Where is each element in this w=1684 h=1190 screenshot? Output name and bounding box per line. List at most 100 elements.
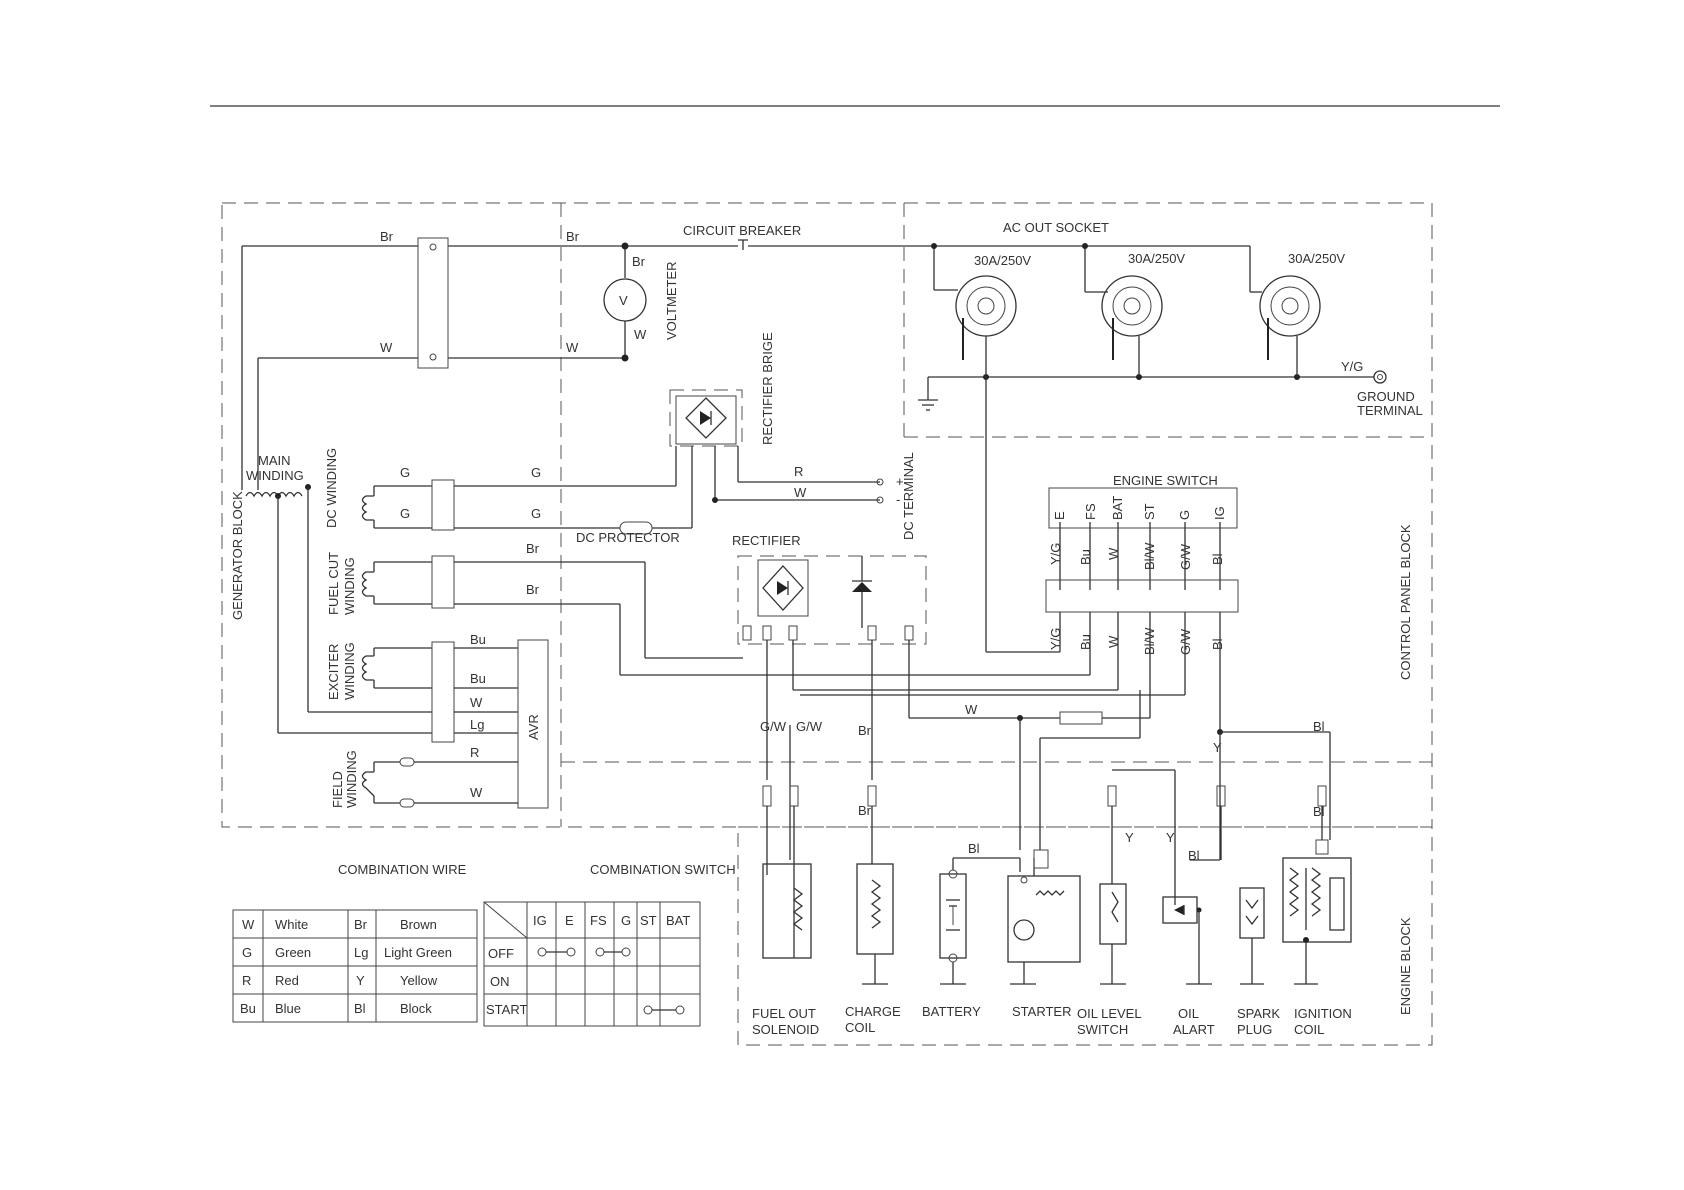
dc-winding xyxy=(361,465,884,535)
es-wire-lower-3: W xyxy=(1106,635,1121,648)
wire-label-yg-ground: Y/G xyxy=(1341,359,1363,374)
wire-label-br-rect-1: Br xyxy=(858,723,872,738)
terminal-bat: BAT xyxy=(1110,496,1125,520)
fuel-cut-winding-label-2: WINDING xyxy=(342,557,357,615)
exciter-winding-label-1: EXCITER xyxy=(326,644,341,700)
oil-alert-label-1: OIL xyxy=(1178,1006,1199,1021)
dc-terminal-minus: - xyxy=(896,492,900,507)
socket-rating-1: 30A/250V xyxy=(974,253,1031,268)
wire-label-w-vm: W xyxy=(634,327,647,342)
cs-row: ON xyxy=(490,974,510,989)
combination-switch-connections xyxy=(537,947,685,1015)
wire-label-g-dc-2: G xyxy=(400,506,410,521)
es-wire-upper-6: Bl xyxy=(1210,553,1225,565)
wire-label-bl-ig-2: Bl xyxy=(1313,804,1325,819)
wire-label-br-fuel-1: Br xyxy=(526,541,540,556)
es-wire-upper-3: W xyxy=(1106,547,1121,560)
terminal-fs: FS xyxy=(1083,503,1098,520)
combination-wire-title: COMBINATION WIRE xyxy=(338,862,467,877)
circuit-breaker-label: CIRCUIT BREAKER xyxy=(683,223,801,238)
rectifier-label: RECTIFIER xyxy=(732,533,801,548)
cw-color: Yellow xyxy=(400,973,438,988)
block-borders xyxy=(221,202,1433,1046)
engine-block-label: ENGINE BLOCK xyxy=(1398,917,1413,1015)
wire-label-y-oil-1: Y xyxy=(1125,830,1134,845)
cs-col: G xyxy=(621,913,631,928)
charge-coil-label-1: CHARGE xyxy=(845,1004,901,1019)
wire-label-lg: Lg xyxy=(470,717,484,732)
oil-level-switch-label-1: OIL LEVEL xyxy=(1077,1006,1142,1021)
charge-coil xyxy=(856,863,894,955)
cw-code: W xyxy=(242,917,255,932)
wire-label-w-1: W xyxy=(380,340,393,355)
avr-box xyxy=(517,639,549,809)
exciter-winding xyxy=(361,639,549,809)
cs-col: BAT xyxy=(666,913,690,928)
ac-out-socket-label: AC OUT SOCKET xyxy=(1003,220,1109,235)
cs-col: IG xyxy=(533,913,547,928)
wire-label-w-field: W xyxy=(470,785,483,800)
cw-code: Br xyxy=(354,917,368,932)
es-wire-lower-2: Bu xyxy=(1078,634,1093,650)
combination-wire-table xyxy=(232,909,478,1023)
exciter-winding-label-2: WINDING xyxy=(342,642,357,700)
field-winding-label-2: WINDING xyxy=(344,750,359,808)
dc-protector-label: DC PROTECTOR xyxy=(576,530,680,545)
starter xyxy=(1007,875,1081,963)
terminal-e: E xyxy=(1052,511,1067,520)
wire-label-w-exc: W xyxy=(470,695,483,710)
starter-label: STARTER xyxy=(1012,1004,1071,1019)
terminal-g: G xyxy=(1177,510,1192,520)
fuel-solenoid-label-2: SOLENOID xyxy=(752,1022,819,1037)
wire-label-r-dc: R xyxy=(794,464,803,479)
battery xyxy=(939,873,967,959)
cw-color: Brown xyxy=(400,917,437,932)
engine-switch-label: ENGINE SWITCH xyxy=(1113,473,1218,488)
engine-switch-body xyxy=(1048,487,1238,529)
wire-label-r-field: R xyxy=(470,745,479,760)
wire-label-bl-battery: Bl xyxy=(968,841,980,856)
wire-label-br-fuel-2: Br xyxy=(526,582,540,597)
main-winding xyxy=(245,484,432,734)
oil-alert-label-2: ALART xyxy=(1173,1022,1215,1037)
spark-plug xyxy=(1239,887,1265,939)
es-wire-upper-5: G/W xyxy=(1178,543,1193,570)
engine-switch-wiring xyxy=(800,522,1331,861)
battery-label: BATTERY xyxy=(922,1004,981,1019)
cw-code: Lg xyxy=(354,945,368,960)
field-winding-label-1: FIELD xyxy=(330,771,345,808)
es-wire-upper-4: Bl/W xyxy=(1142,542,1157,570)
socket-rating-2: 30A/250V xyxy=(1128,251,1185,266)
wire-label-br-2: Br xyxy=(566,229,580,244)
ground-terminal-label-1: GROUND xyxy=(1357,389,1415,404)
voltmeter xyxy=(603,242,647,362)
ground-terminal-label-2: TERMINAL xyxy=(1357,403,1423,418)
wire-label-bu-1: Bu xyxy=(470,632,486,647)
cw-color: Light Green xyxy=(384,945,452,960)
wire-label-br-rect-2: Br xyxy=(858,803,872,818)
fuel-solenoid xyxy=(762,863,812,959)
engine-components xyxy=(762,769,1352,985)
wire-label-w-dc: W xyxy=(794,485,807,500)
main-bus xyxy=(241,237,1250,490)
wire-label-w-2: W xyxy=(566,340,579,355)
wire-label-bu-2: Bu xyxy=(470,671,486,686)
terminal-ig: IG xyxy=(1212,506,1227,520)
cw-color: Red xyxy=(275,973,299,988)
cw-code: Y xyxy=(356,973,365,988)
wire-label-bl-oil: Bl xyxy=(1188,848,1200,863)
spark-plug-label-2: PLUG xyxy=(1237,1022,1272,1037)
ignition-coil xyxy=(1282,857,1352,943)
circuit-breaker xyxy=(733,239,753,250)
combination-switch-table xyxy=(483,901,701,1027)
es-wire-upper-2: Bu xyxy=(1078,549,1093,565)
main-winding-label-2: WINDING xyxy=(246,468,304,483)
cw-color: White xyxy=(275,917,308,932)
voltmeter-symbol: V xyxy=(619,293,628,308)
field-winding xyxy=(361,757,518,808)
cw-code: R xyxy=(242,973,251,988)
ignition-coil-label-2: COIL xyxy=(1294,1022,1324,1037)
rectifier-bridge xyxy=(669,389,743,465)
cs-col: ST xyxy=(640,913,657,928)
